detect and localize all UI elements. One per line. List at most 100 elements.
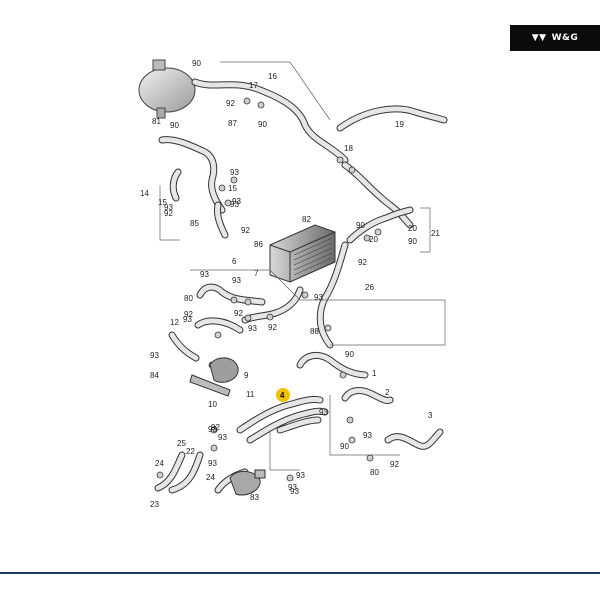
callout-label: 16	[268, 72, 277, 81]
hose-clamp	[230, 176, 238, 184]
callout-label: 92	[211, 423, 220, 432]
hose-clamp	[336, 156, 344, 164]
hose-group	[154, 78, 448, 494]
callout-label: 14	[140, 189, 149, 198]
hose	[247, 408, 328, 443]
hose	[337, 106, 447, 131]
hose	[169, 332, 199, 361]
hose-clamp	[257, 101, 265, 109]
hose	[192, 79, 348, 163]
hose-clamp	[244, 298, 252, 306]
callout-label: 86	[254, 240, 263, 249]
callout-label: 92	[226, 99, 235, 108]
hose-clamp	[244, 314, 252, 322]
callout-label: 93	[290, 487, 299, 496]
callout-label: 88	[310, 327, 319, 336]
pump-assembly	[189, 357, 239, 397]
hose-clamp	[374, 228, 382, 236]
callout-label: 92	[234, 309, 243, 318]
callout-label: 92	[390, 460, 399, 469]
callout-label: 24	[206, 473, 215, 482]
hose-clamp	[243, 97, 251, 105]
callout-label: 93	[288, 483, 297, 492]
callout-label: 11	[246, 390, 255, 399]
callout-label: 7	[254, 269, 259, 278]
callout-label: 17	[249, 81, 258, 90]
callout-label: 93	[230, 200, 239, 209]
highlight-label: 4	[280, 391, 285, 400]
callout-label: 18	[344, 144, 353, 153]
hose-clamp	[210, 444, 218, 452]
hose	[342, 162, 413, 228]
callout-label: 93	[296, 471, 305, 480]
hose-clamp	[210, 426, 218, 434]
callout-label: 4	[280, 391, 285, 400]
hose	[215, 202, 228, 238]
hose-clamp	[230, 296, 238, 304]
callout-label: 82	[302, 215, 311, 224]
callout-label: 24	[155, 459, 164, 468]
callout-label: 93	[183, 315, 192, 324]
hose	[347, 207, 413, 243]
hose	[242, 287, 303, 323]
brand-logo: ▼▼ W&G	[510, 25, 600, 51]
callout-label: 92	[241, 226, 250, 235]
callout-label: 15	[158, 198, 167, 207]
hose-clamp	[301, 291, 309, 299]
hose-clamp	[324, 324, 332, 332]
hose-clamp	[346, 416, 354, 424]
callout-label: 93	[164, 203, 173, 212]
hose	[317, 242, 348, 348]
callout-label: 93	[200, 270, 209, 279]
highlight-marker-4: 4	[276, 388, 290, 402]
hose	[237, 397, 323, 433]
hose-clamp	[218, 184, 226, 192]
hose	[385, 429, 443, 449]
hose-clamp	[363, 234, 371, 242]
callout-label: 90	[170, 121, 179, 130]
callout-label: 93	[208, 425, 217, 434]
hose	[155, 452, 185, 491]
callout-label: 20	[408, 224, 417, 233]
callout-label: 93	[319, 408, 328, 417]
callout-label: 83	[250, 493, 259, 502]
callout-label: 2	[385, 388, 390, 397]
callout-label: 12	[170, 318, 179, 327]
bracket-lines	[159, 61, 446, 471]
hose-clamp	[348, 436, 356, 444]
callout-label: 90	[356, 221, 365, 230]
callout-label: 90	[192, 59, 201, 68]
heater-core	[269, 224, 336, 283]
callout-label: 15	[228, 184, 237, 193]
callout-label: 6	[232, 257, 237, 266]
hose-clamp	[156, 471, 164, 479]
hose	[170, 169, 181, 201]
callout-label: 21	[431, 229, 440, 238]
callout-label: 90	[345, 350, 354, 359]
callout-label: 92	[358, 258, 367, 267]
hose	[169, 452, 203, 493]
callout-label: 1	[372, 369, 377, 378]
callout-label: 84	[150, 371, 159, 380]
logo-text: W&G	[551, 33, 579, 43]
callout-label: 19	[395, 120, 404, 129]
clamp-group	[156, 97, 382, 482]
callout-label: 93	[314, 293, 323, 302]
callout-label: 23	[150, 500, 159, 509]
hose	[277, 417, 321, 433]
callout-label: 26	[365, 283, 374, 292]
logo-mark: ▼▼	[531, 33, 547, 43]
callout-label: 92	[164, 209, 173, 218]
callout-label: 80	[370, 468, 379, 477]
hose-clamp	[366, 454, 374, 462]
hose	[159, 137, 225, 213]
bottom-rule	[0, 572, 600, 574]
hose-clamp	[214, 331, 222, 339]
valve-assembly	[229, 469, 266, 496]
callout-label: 92	[268, 323, 277, 332]
callout-label: 3	[428, 411, 433, 420]
callout-label: 93	[230, 168, 239, 177]
callout-label: 93	[363, 431, 372, 440]
